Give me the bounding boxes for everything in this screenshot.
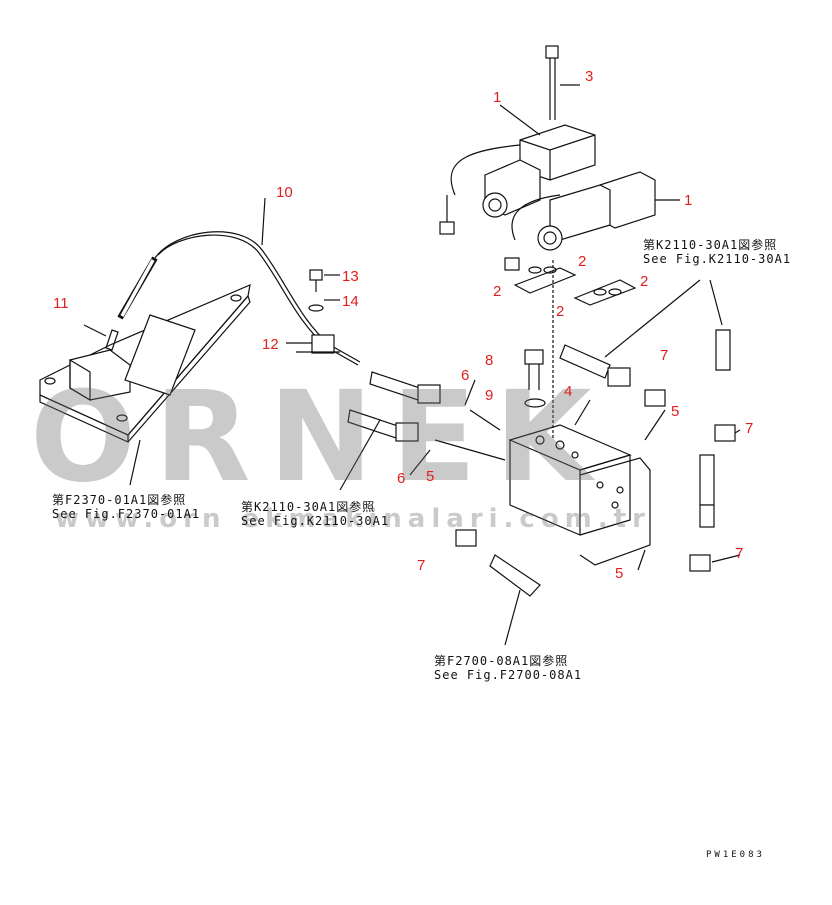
reference-jp: 第K2110-30A1図参照 bbox=[643, 238, 778, 252]
reference-en: See Fig.K2110-30A1 bbox=[241, 514, 390, 528]
callout-9: 9 bbox=[485, 387, 494, 404]
callout-8: 8 bbox=[485, 352, 494, 369]
callout-1-right: 1 bbox=[684, 192, 693, 209]
callout-2-c: 2 bbox=[640, 273, 649, 290]
watermark-url: www.orn ekmakinalari.com.tr bbox=[55, 504, 651, 534]
callout-4: 4 bbox=[564, 383, 573, 400]
reference-f2700: 第F2700-08A1図参照 See Fig.F2700-08A1 bbox=[434, 654, 582, 682]
manifold-block-4 bbox=[508, 260, 651, 566]
reference-en: See Fig.F2370-01A1 bbox=[52, 507, 201, 521]
elbow-7-c bbox=[455, 529, 477, 547]
callout-10: 10 bbox=[276, 184, 293, 201]
callout-7-c: 7 bbox=[417, 557, 426, 574]
callout-5-a: 5 bbox=[671, 403, 680, 420]
o-rings-2 bbox=[513, 266, 637, 306]
hose-end-lower bbox=[347, 409, 419, 442]
callout-7-d: 7 bbox=[735, 545, 744, 562]
reference-jp: 第K2110-30A1図参照 bbox=[241, 500, 376, 514]
callout-13: 13 bbox=[342, 268, 359, 285]
elbow-7-b bbox=[714, 424, 736, 442]
callout-2-b: 2 bbox=[493, 283, 502, 300]
reference-k2110-left: 第K2110-30A1図参照 See Fig.K2110-30A1 bbox=[241, 500, 389, 528]
leader-k2110-right-a bbox=[709, 279, 723, 326]
reference-en: See Fig.F2700-08A1 bbox=[434, 668, 583, 682]
leader-f2370 bbox=[129, 439, 141, 486]
hose-right-diagonal bbox=[559, 344, 631, 387]
pump-mount-plate bbox=[39, 284, 251, 443]
hose-end-upper bbox=[369, 371, 441, 404]
callout-1-upper: 1 bbox=[493, 89, 502, 106]
leader-k2110-right-b bbox=[604, 279, 701, 358]
solenoid-valve-upper bbox=[439, 124, 596, 235]
reference-f2370: 第F2370-01A1図参照 See Fig.F2370-01A1 bbox=[52, 493, 200, 521]
callout-5-b: 5 bbox=[426, 468, 435, 485]
solenoid-valve-lower bbox=[504, 171, 656, 271]
callout-14: 14 bbox=[342, 293, 359, 310]
callout-2-d: 2 bbox=[556, 303, 565, 320]
callout-6-b: 6 bbox=[397, 470, 406, 487]
reference-en: See Fig.K2110-30A1 bbox=[643, 252, 792, 266]
fitting-11 bbox=[83, 324, 119, 351]
callout-7-b: 7 bbox=[745, 420, 754, 437]
reference-jp: 第F2370-01A1図参照 bbox=[52, 493, 187, 507]
watermark-brand: ORNEK bbox=[30, 365, 610, 510]
clamp-12-assembly bbox=[286, 269, 340, 354]
callout-12: 12 bbox=[262, 336, 279, 353]
callout-7-a: 7 bbox=[660, 347, 669, 364]
elbow-7-a bbox=[644, 389, 666, 407]
callout-11: 11 bbox=[53, 295, 69, 312]
drawing-code: PW1E083 bbox=[706, 850, 765, 860]
hose-right-vertical bbox=[699, 329, 731, 528]
reference-jp: 第F2700-08A1図参照 bbox=[434, 654, 569, 668]
bolt-3 bbox=[545, 45, 580, 120]
callout-2-a: 2 bbox=[578, 253, 587, 270]
bolt-8 bbox=[524, 349, 544, 390]
hose-bottom bbox=[489, 554, 541, 646]
callout-5-c: 5 bbox=[615, 565, 624, 582]
callout-6-a: 6 bbox=[461, 367, 470, 384]
reference-k2110-right: 第K2110-30A1図参照 See Fig.K2110-30A1 bbox=[643, 238, 791, 266]
hose-10 bbox=[117, 197, 361, 366]
elbow-7-d bbox=[689, 554, 711, 572]
washer-9 bbox=[524, 398, 546, 408]
leader-k2110-left bbox=[339, 419, 381, 491]
callout-3: 3 bbox=[585, 68, 594, 85]
